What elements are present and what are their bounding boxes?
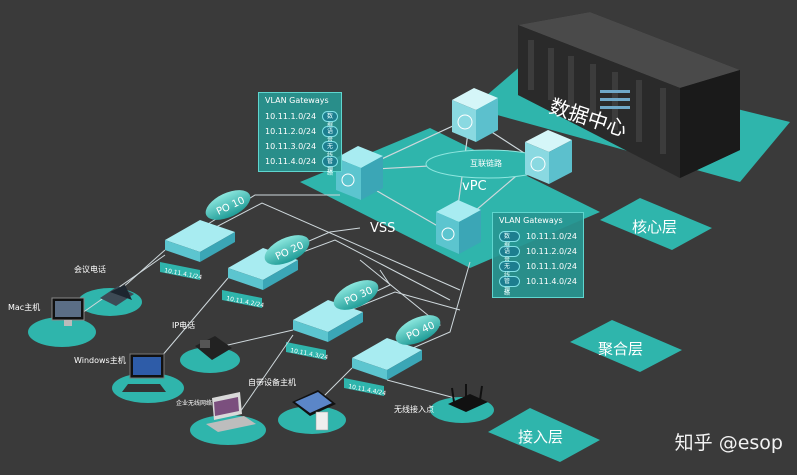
datacenter-switch-top [452,88,498,142]
vlan-gateways-left: VLAN Gateways 10.11.1.0/24 数据 10.11.2.0/2… [258,92,342,177]
vss-label: VSS [370,221,395,236]
po-oval-4 [395,315,441,345]
vpc-label: vPC [462,179,487,194]
po-oval-3 [333,280,379,310]
vlan-left-row: 10.11.2.0/24 语音 [265,124,339,144]
core-layer-label: 核心层 [632,218,677,236]
vlan-left-title: VLAN Gateways [265,96,329,105]
vlan-right-row: 数据 10.11.1.0/24 [499,229,577,249]
wireless-ap-device [448,384,488,412]
datacenter-switch-bottom [525,130,572,184]
own-device-label: 自带设备主机 [248,378,296,387]
access-layer-plate [488,408,600,462]
interconnect-label: 互联链路 [470,158,502,168]
vlan-right-row: 管理 10.11.4.0/24 [499,274,577,294]
vlan-tag: 管理 [499,276,520,294]
vlan-net: 10.11.2.0/24 [525,247,577,256]
vlan-net: 10.11.4.0/24 [525,277,577,286]
vlan-left-row: 10.11.3.0/24 无线网络 [265,139,339,177]
vlan-tag: 语音 [499,246,520,264]
windows-label: Windows主机 [74,356,126,365]
vlan-gateways-right: VLAN Gateways 数据 10.11.1.0/24 语音 10.11.2.0… [492,212,584,298]
vlan-tag: 无线网络 [322,141,339,177]
vlan-net: 10.11.1.0/24 [265,112,317,121]
vlan-net: 10.11.1.0/24 [525,262,577,271]
core-layer-plate [600,198,712,250]
vlan-net: 10.11.4.0/24 [265,157,317,166]
wireless-ap-label: 无线接入点 [394,405,434,414]
aggregation-layer-plate [570,320,682,372]
vlan-net: 10.11.1.0/24 [525,232,577,241]
po-oval-1 [205,190,251,220]
device-links [74,249,456,413]
vlan-left-row: 10.11.1.0/24 数据 [265,109,339,129]
server-racks [518,12,740,178]
vlan-tag: 数据 [322,111,339,129]
ip-phone-label: IP电话 [172,321,196,330]
core-switch-right [436,200,481,254]
vlan-tag: 数据 [499,231,520,249]
core-switch-left [336,146,383,200]
vlan-right-row: 无线网络 10.11.1.0/24 [499,259,577,297]
vlan-net: 10.11.2.0/24 [265,127,317,136]
mac-label: Mac主机 [8,303,41,312]
vlan-tag: 管理 [322,156,339,174]
vlan-right-title: VLAN Gateways [499,216,563,225]
vlan-net: 10.11.3.0/24 [265,142,317,151]
ip-ribbons [160,262,384,396]
enterprise-wireless-label: 企业无线网络 [176,400,213,407]
vlan-tag: 无线网络 [499,261,520,297]
conference-phone-label: 会议电话 [74,265,106,274]
po-oval-2 [264,235,310,265]
tablet-device [292,390,336,431]
ip-phone-device [195,336,232,360]
laptop-device [206,392,256,432]
access-switch-1 [165,220,235,262]
vlan-left-row: 10.11.4.0/24 管理 [265,154,339,174]
conference-phone-device [100,285,134,306]
mac-device [51,297,85,326]
access-switch-4 [352,338,422,380]
aggregation-layer-label: 聚合层 [598,340,643,358]
access-layer-label: 接入层 [518,428,563,446]
windows-device [122,353,166,392]
watermark: 知乎 @esop [674,432,783,454]
vlan-tag: 语音 [322,126,339,144]
vlan-right-row: 语音 10.11.2.0/24 [499,244,577,264]
